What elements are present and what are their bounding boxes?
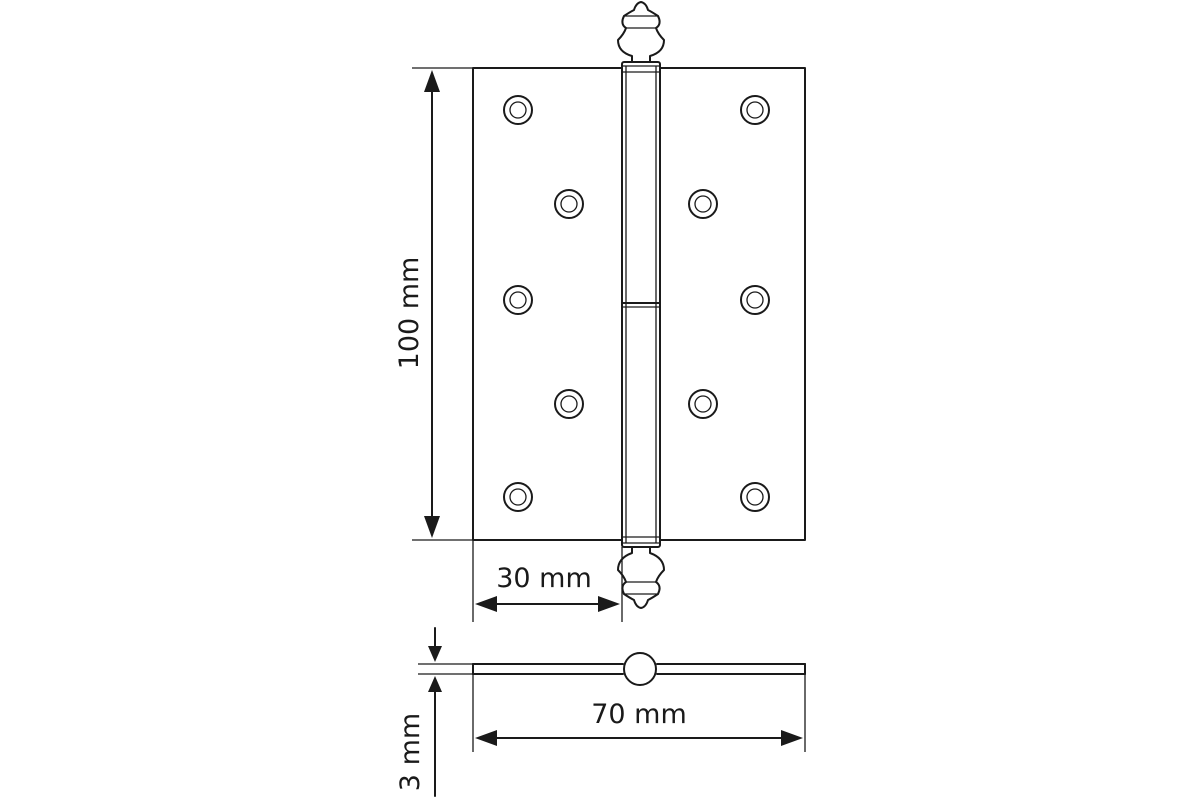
screw-hole: [740, 95, 770, 125]
top-finial: [617, 1, 665, 63]
screw-hole: [554, 189, 584, 219]
height-dimension: 100 mm: [394, 67, 473, 541]
width-dimension-label: 70 mm: [591, 699, 687, 730]
knuckle-offset-dimension: 30 mm: [472, 540, 623, 622]
left-leaf: [472, 67, 623, 541]
hinge-front-view: [472, 1, 806, 609]
screw-hole: [503, 482, 533, 512]
hinge-knuckle: [621, 61, 661, 548]
screw-hole: [740, 482, 770, 512]
hinge-side-view: [472, 652, 806, 686]
screw-hole: [554, 389, 584, 419]
screw-hole: [688, 189, 718, 219]
bottom-finial: [617, 546, 665, 609]
knuckle-offset-label: 30 mm: [496, 563, 592, 594]
thickness-dimension: 3 mm: [395, 627, 473, 797]
screw-hole: [503, 285, 533, 315]
screw-hole: [740, 285, 770, 315]
right-leaf: [659, 67, 806, 541]
pin-section: [623, 652, 657, 686]
width-dimension: 70 mm: [472, 674, 806, 752]
height-dimension-label: 100 mm: [394, 257, 425, 370]
screw-hole: [688, 389, 718, 419]
thickness-dimension-label: 3 mm: [395, 713, 426, 791]
screw-hole: [503, 95, 533, 125]
